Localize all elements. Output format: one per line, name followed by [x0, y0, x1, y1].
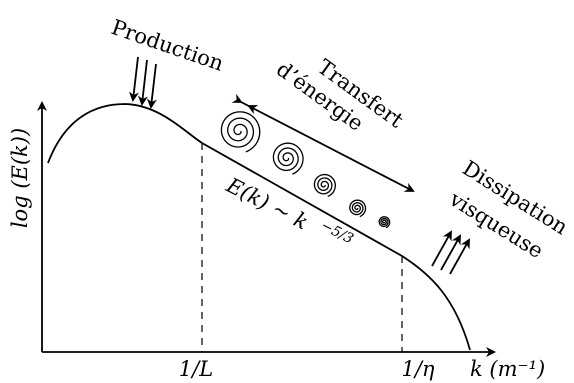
- energy-spectrum-curve: [47, 103, 471, 351]
- svg-text:−5/3: −5/3: [318, 218, 356, 248]
- dissipation-label: Dissipation visqueuse: [445, 156, 573, 263]
- tick-label-L: 1/L: [179, 357, 213, 381]
- eddy-spirals: [220, 111, 391, 229]
- eddy-spiral-2: [272, 142, 304, 175]
- dissipation-arrows: [431, 230, 470, 275]
- production-arrows: [128, 56, 157, 109]
- eddy-spiral-4: [349, 199, 367, 218]
- energy-law-label: E(k) ∼ k −5/3: [222, 173, 356, 248]
- production-label: Production: [108, 15, 226, 76]
- eddy-spiral-1: [220, 111, 261, 153]
- transfer-arrow: [231, 93, 415, 192]
- tick-label-eta: 1/η: [401, 357, 434, 381]
- transfert-label: Transfert d’énergie: [272, 55, 408, 136]
- svg-text:E(k) ∼ k: E(k) ∼ k: [222, 173, 312, 235]
- x-axis-label: k (m⁻¹): [470, 357, 545, 381]
- y-axis-label: log (E(k)): [8, 128, 32, 228]
- eddy-spiral-3: [313, 173, 336, 198]
- eddy-spiral-5: [378, 216, 391, 229]
